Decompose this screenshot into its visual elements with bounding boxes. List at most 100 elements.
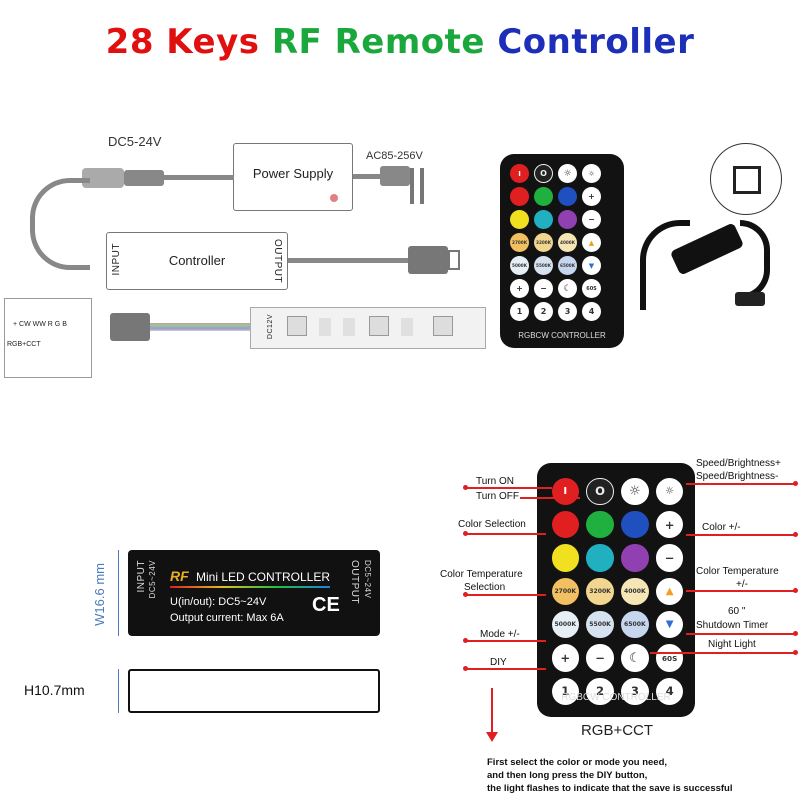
color-temp-button[interactable]: 5000K [551, 610, 580, 639]
dc-voltage-label: DC5-24V [108, 134, 162, 149]
color-button[interactable] [510, 187, 529, 206]
color-temp-button[interactable]: 6500K [621, 610, 649, 639]
strip-connector [110, 313, 150, 341]
night-light-annotation: Night Light [708, 639, 756, 650]
color-temp-button[interactable]: 3200K [586, 577, 614, 606]
color-button[interactable] [534, 187, 553, 206]
color-temp-pm-annotation-2: +/- [736, 579, 748, 590]
night-light-button[interactable]: ☾ [558, 279, 577, 298]
module-input-voltage: DC5~24V [148, 560, 157, 599]
diy-scene-button[interactable]: 3 [621, 677, 649, 706]
mode-minus-button[interactable]: − [534, 279, 553, 298]
ac-cable [353, 174, 383, 179]
mode-plus-button[interactable]: + [551, 644, 580, 672]
pointer-dot [463, 531, 468, 536]
ac-plug-pin [420, 168, 424, 204]
connector-zoom-circle [710, 143, 782, 215]
color-button[interactable] [510, 210, 529, 229]
height-dimension-line [118, 669, 119, 713]
diy-scene-button[interactable]: 4 [655, 677, 684, 706]
color-button[interactable] [534, 210, 553, 229]
pointer-dot [793, 532, 798, 537]
pointer-line [686, 590, 796, 592]
diy-scene-button[interactable]: 4 [582, 302, 601, 321]
pointer-line [466, 487, 552, 489]
pointer-line [686, 534, 796, 536]
pointer-line [520, 497, 580, 499]
diy-scene-button[interactable]: 3 [558, 302, 577, 321]
color-plus-button[interactable]: + [655, 510, 684, 539]
pointer-line [650, 652, 796, 654]
timer-button[interactable]: 60S [655, 644, 684, 672]
module-name: Mini LED CONTROLLER [196, 570, 331, 584]
ce-mark: CE [312, 594, 340, 616]
ac-voltage-label: AC85-256V [366, 150, 423, 162]
color-temp-button[interactable]: 2700K [510, 233, 529, 252]
power-off-button[interactable]: O [534, 164, 553, 183]
diy-scene-button[interactable]: 1 [510, 302, 529, 321]
pointer-dot [793, 631, 798, 636]
color-minus-button[interactable]: − [582, 210, 601, 229]
resistor [343, 318, 355, 336]
diy-scene-button[interactable]: 2 [534, 302, 553, 321]
diy-arrow-head [486, 732, 498, 742]
page-title: 28 Keys RF Remote Controller [105, 22, 695, 62]
speed-up-button[interactable]: ☼ [558, 164, 577, 183]
color-button[interactable] [586, 510, 614, 539]
rgb-chip [433, 316, 453, 336]
color-temp-button[interactable]: 3200K [534, 233, 553, 252]
color-temp-button[interactable]: 5000K [510, 256, 529, 275]
temp-up-button[interactable]: ▲ [655, 577, 684, 606]
input-cable [30, 178, 90, 270]
temp-down-button[interactable]: ▼ [655, 610, 684, 639]
speed-up-button[interactable]: ☼ [621, 477, 649, 506]
pointer-line [466, 533, 546, 535]
color-button[interactable] [551, 510, 580, 539]
color-temp-button[interactable]: 5500K [534, 256, 553, 275]
color-pm-annotation: Color +/- [702, 522, 741, 533]
dc-cable [164, 175, 234, 180]
pin-order-label: + CW WW R G B [13, 321, 67, 328]
diy-scene-button[interactable]: 1 [551, 677, 580, 706]
color-button[interactable] [586, 544, 614, 572]
mode-minus-button[interactable]: − [586, 644, 614, 672]
color-temp-button[interactable]: 4000K [621, 577, 649, 606]
temp-down-button[interactable]: ▼ [582, 256, 601, 275]
diy-scene-button[interactable]: 2 [586, 677, 614, 706]
color-plus-button[interactable]: + [582, 187, 601, 206]
resistor [401, 318, 413, 336]
timer-annotation-2: Shutdown Timer [696, 620, 769, 631]
controller-box: INPUT Controller OUTPUT [106, 232, 288, 290]
color-button[interactable] [621, 544, 649, 572]
color-temp-button[interactable]: 2700K [551, 577, 580, 606]
color-button[interactable] [621, 510, 649, 539]
turn-on-annotation: Turn ON [476, 476, 514, 487]
power-led [330, 194, 338, 202]
dc-female-jack [82, 168, 124, 188]
pointer-dot [463, 666, 468, 671]
color-button[interactable] [558, 210, 577, 229]
mode-annotation: Mode +/- [480, 629, 520, 640]
color-temp-selection-annotation: Color Temperature [440, 569, 523, 580]
output-connector-tip [448, 250, 460, 270]
power-on-button[interactable]: I [551, 477, 580, 506]
controller-label: Controller [168, 253, 226, 268]
speed-down-button[interactable]: ☼ [582, 164, 601, 183]
speed-down-button[interactable]: ☼ [655, 477, 684, 506]
color-temp-button[interactable]: 6500K [558, 256, 577, 275]
color-temp-button[interactable]: 4000K [558, 233, 577, 252]
power-off-button[interactable]: O [586, 477, 614, 506]
mode-plus-button[interactable]: + [510, 279, 529, 298]
color-button[interactable] [551, 544, 580, 572]
width-dimension-line [118, 550, 119, 636]
remote-big-footer: RGBCW CONTROLLER [561, 692, 671, 703]
timer-button[interactable]: 60S [582, 279, 601, 298]
color-button[interactable] [558, 187, 577, 206]
color-minus-button[interactable]: − [655, 544, 684, 572]
color-temp-button[interactable]: 5500K [586, 610, 614, 639]
night-light-button[interactable]: ☾ [621, 644, 649, 672]
controller-cable-photo [740, 220, 770, 300]
connector-pins [733, 166, 761, 194]
temp-up-button[interactable]: ▲ [582, 233, 601, 252]
power-on-button[interactable]: I [510, 164, 529, 183]
